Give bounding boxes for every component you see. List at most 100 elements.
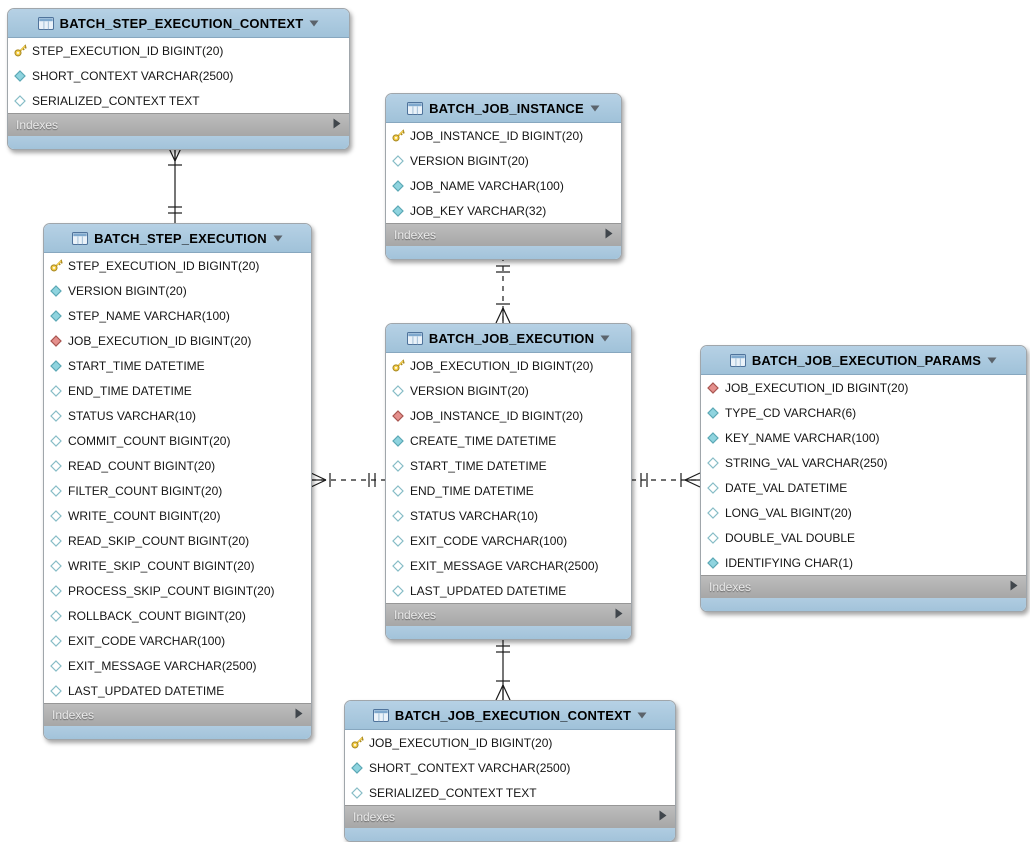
column-row[interactable]: JOB_EXECUTION_ID BIGINT(20) — [701, 375, 1026, 400]
column-row[interactable]: END_TIME DATETIME — [386, 478, 631, 503]
indexes-bar[interactable]: Indexes — [386, 603, 631, 626]
indexes-bar[interactable]: Indexes — [386, 223, 621, 246]
expand-arrow-icon[interactable] — [295, 708, 303, 722]
rel-job-execution-to-step-execution[interactable] — [310, 472, 385, 488]
column-row[interactable]: ROLLBACK_COUNT BIGINT(20) — [44, 603, 311, 628]
column-row[interactable]: SHORT_CONTEXT VARCHAR(2500) — [345, 755, 675, 780]
column-row[interactable]: STEP_EXECUTION_ID BIGINT(20) — [44, 253, 311, 278]
column-row[interactable]: FILTER_COUNT BIGINT(20) — [44, 478, 311, 503]
column-row[interactable]: JOB_INSTANCE_ID BIGINT(20) — [386, 123, 621, 148]
column-row[interactable]: EXIT_MESSAGE VARCHAR(2500) — [386, 553, 631, 578]
column-row[interactable]: STRING_VAL VARCHAR(250) — [701, 450, 1026, 475]
collapse-arrow-icon[interactable] — [590, 105, 600, 112]
expand-arrow-icon[interactable] — [615, 608, 623, 622]
column-row[interactable]: END_TIME DATETIME — [44, 378, 311, 403]
column-row[interactable]: JOB_KEY VARCHAR(32) — [386, 198, 621, 223]
column-row[interactable]: JOB_INSTANCE_ID BIGINT(20) — [386, 403, 631, 428]
column-row[interactable]: COMMIT_COUNT BIGINT(20) — [44, 428, 311, 453]
nullable-attribute-icon — [49, 409, 63, 422]
column-row[interactable]: PROCESS_SKIP_COUNT BIGINT(20) — [44, 578, 311, 603]
table-icon — [729, 353, 746, 367]
indexes-label: Indexes — [52, 708, 95, 722]
column-row[interactable]: STEP_NAME VARCHAR(100) — [44, 303, 311, 328]
nullable-attribute-icon — [49, 684, 63, 697]
table-batch_job_execution_context[interactable]: BATCH_JOB_EXECUTION_CONTEXT JOB_EXECUTION… — [344, 700, 676, 842]
table-bottom-strip — [386, 626, 631, 639]
indexes-bar[interactable]: Indexes — [44, 703, 311, 726]
column-row[interactable]: DATE_VAL DATETIME — [701, 475, 1026, 500]
column-row[interactable]: STATUS VARCHAR(10) — [44, 403, 311, 428]
column-row[interactable]: VERSION BIGINT(20) — [386, 148, 621, 173]
column-row[interactable]: STEP_EXECUTION_ID BIGINT(20) — [8, 38, 349, 63]
column-row[interactable]: EXIT_CODE VARCHAR(100) — [44, 628, 311, 653]
collapse-arrow-icon[interactable] — [309, 20, 319, 27]
table-title: BATCH_STEP_EXECUTION_CONTEXT — [59, 15, 304, 31]
column-row[interactable]: JOB_NAME VARCHAR(100) — [386, 173, 621, 198]
column-row[interactable]: SHORT_CONTEXT VARCHAR(2500) — [8, 63, 349, 88]
indexes-label: Indexes — [394, 608, 437, 622]
required-attribute-icon — [391, 204, 405, 217]
column-row[interactable]: START_TIME DATETIME — [386, 453, 631, 478]
column-row[interactable]: JOB_EXECUTION_ID BIGINT(20) — [386, 353, 631, 378]
table-icon — [72, 231, 89, 245]
rel-job-execution-to-job-context[interactable] — [495, 636, 511, 701]
table-batch_step_execution_context[interactable]: BATCH_STEP_EXECUTION_CONTEXT STEP_EXECUTI… — [7, 8, 350, 150]
column-row[interactable]: LAST_UPDATED DATETIME — [386, 578, 631, 603]
column-label: READ_SKIP_COUNT BIGINT(20) — [68, 533, 250, 548]
column-label: FILTER_COUNT BIGINT(20) — [68, 483, 223, 498]
column-row[interactable]: SERIALIZED_CONTEXT TEXT — [345, 780, 675, 805]
column-row[interactable]: WRITE_SKIP_COUNT BIGINT(20) — [44, 553, 311, 578]
column-row[interactable]: VERSION BIGINT(20) — [386, 378, 631, 403]
collapse-arrow-icon[interactable] — [273, 235, 283, 242]
column-row[interactable]: TYPE_CD VARCHAR(6) — [701, 400, 1026, 425]
column-row[interactable]: LONG_VAL BIGINT(20) — [701, 500, 1026, 525]
column-row[interactable]: CREATE_TIME DATETIME — [386, 428, 631, 453]
column-row[interactable]: VERSION BIGINT(20) — [44, 278, 311, 303]
nullable-attribute-icon — [49, 484, 63, 497]
primary-key-icon — [350, 736, 364, 749]
column-row[interactable]: LAST_UPDATED DATETIME — [44, 678, 311, 703]
column-row[interactable]: START_TIME DATETIME — [44, 353, 311, 378]
indexes-bar[interactable]: Indexes — [345, 805, 675, 828]
column-row[interactable]: WRITE_COUNT BIGINT(20) — [44, 503, 311, 528]
expand-arrow-icon[interactable] — [605, 228, 613, 242]
column-label: READ_COUNT BIGINT(20) — [68, 458, 216, 473]
column-row[interactable]: READ_SKIP_COUNT BIGINT(20) — [44, 528, 311, 553]
column-label: DOUBLE_VAL DOUBLE — [725, 530, 856, 545]
collapse-arrow-icon[interactable] — [987, 357, 997, 364]
column-row[interactable]: JOB_EXECUTION_ID BIGINT(20) — [345, 730, 675, 755]
column-row[interactable]: READ_COUNT BIGINT(20) — [44, 453, 311, 478]
column-row[interactable]: SERIALIZED_CONTEXT TEXT — [8, 88, 349, 113]
column-row[interactable]: IDENTIFYING CHAR(1) — [701, 550, 1026, 575]
nullable-attribute-icon — [49, 584, 63, 597]
expand-arrow-icon[interactable] — [1010, 580, 1018, 594]
column-label: JOB_EXECUTION_ID BIGINT(20) — [369, 735, 553, 750]
collapse-arrow-icon[interactable] — [637, 712, 647, 719]
expand-arrow-icon[interactable] — [659, 810, 667, 824]
expand-arrow-icon[interactable] — [333, 118, 341, 132]
nullable-attribute-icon — [706, 531, 720, 544]
table-header[interactable]: BATCH_JOB_EXECUTION_PARAMS — [701, 346, 1026, 375]
column-row[interactable]: JOB_EXECUTION_ID BIGINT(20) — [44, 328, 311, 353]
column-row[interactable]: EXIT_MESSAGE VARCHAR(2500) — [44, 653, 311, 678]
table-header[interactable]: BATCH_STEP_EXECUTION — [44, 224, 311, 253]
collapse-arrow-icon[interactable] — [600, 335, 610, 342]
column-row[interactable]: STATUS VARCHAR(10) — [386, 503, 631, 528]
column-row[interactable]: DOUBLE_VAL DOUBLE — [701, 525, 1026, 550]
table-header[interactable]: BATCH_JOB_EXECUTION_CONTEXT — [345, 701, 675, 730]
primary-key-icon — [13, 44, 27, 57]
table-header[interactable]: BATCH_STEP_EXECUTION_CONTEXT — [8, 9, 349, 38]
column-row[interactable]: KEY_NAME VARCHAR(100) — [701, 425, 1026, 450]
rel-step-execution-to-step-context[interactable] — [167, 145, 183, 223]
indexes-bar[interactable]: Indexes — [701, 575, 1026, 598]
indexes-bar[interactable]: Indexes — [8, 113, 349, 136]
rel-job-execution-to-params[interactable] — [631, 472, 701, 488]
rel-job-instance-to-job-execution[interactable] — [495, 256, 511, 324]
table-header[interactable]: BATCH_JOB_INSTANCE — [386, 94, 621, 123]
table-header[interactable]: BATCH_JOB_EXECUTION — [386, 324, 631, 353]
column-row[interactable]: EXIT_CODE VARCHAR(100) — [386, 528, 631, 553]
